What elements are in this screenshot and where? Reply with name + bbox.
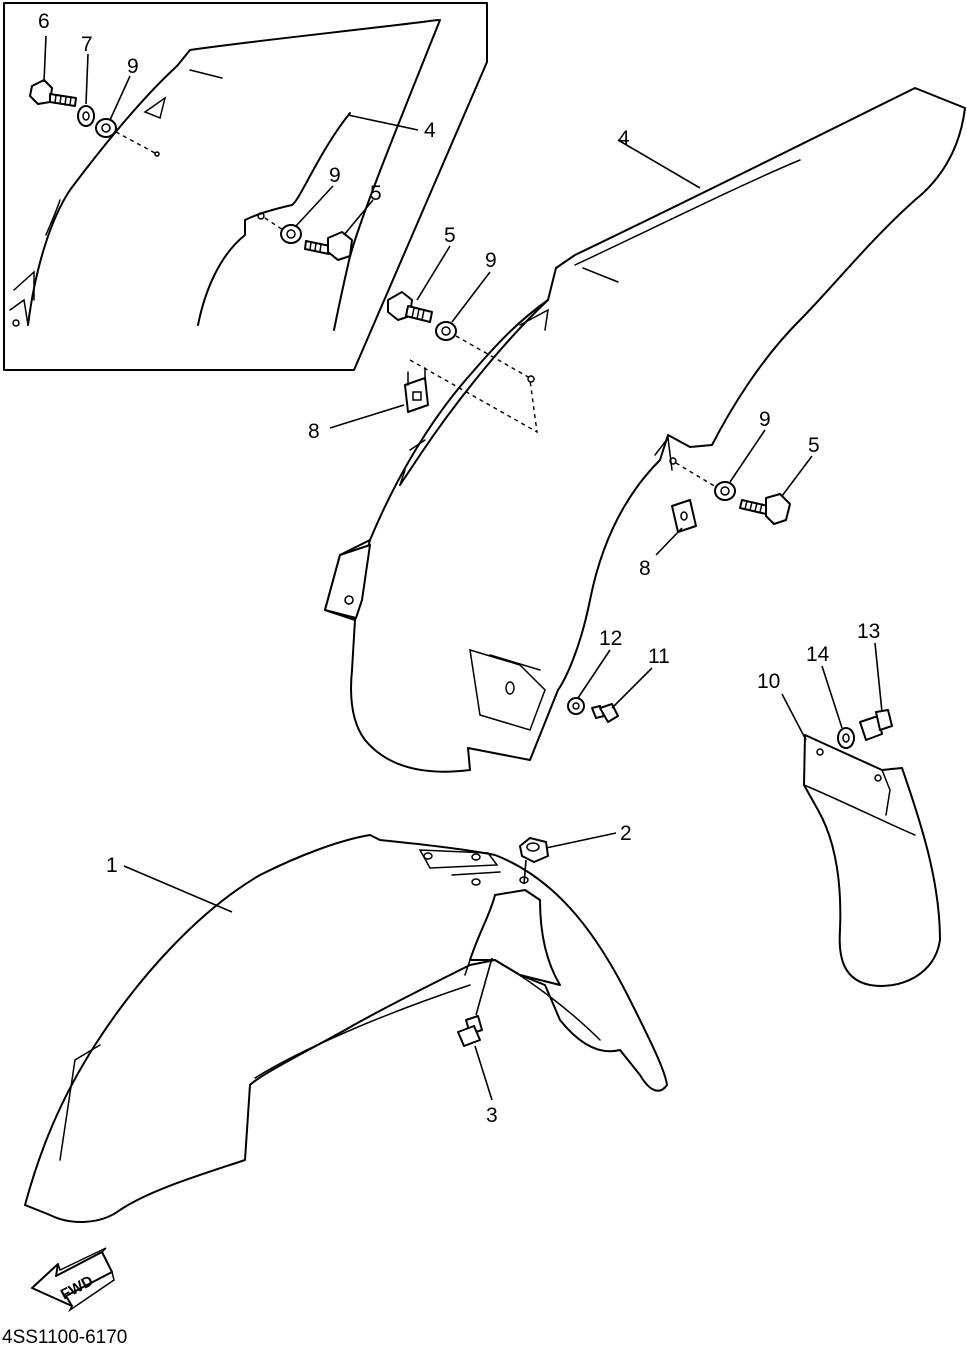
axis-line-upper — [455, 335, 531, 379]
inset-flange-bolt-6 — [29, 79, 77, 107]
collar-9-upper — [435, 321, 457, 341]
inset-fender-lower-lip — [45, 199, 61, 236]
front-fender-notch — [464, 959, 471, 976]
fork-guard-crease — [803, 784, 916, 836]
upper-fender-body — [324, 87, 966, 773]
upper-fender-bracket — [324, 544, 371, 619]
callout-9: 9 — [329, 164, 341, 187]
callout-labels: 6 7 9 4 9 5 4 5 9 8 9 5 8 12 11 13 14 10… — [38, 10, 880, 1127]
tapping-screw-13 — [859, 709, 893, 741]
inset-mount-hole — [257, 212, 265, 220]
upper-fender-edge — [399, 299, 549, 486]
upper-fender-lip — [399, 439, 426, 486]
callout-10: 10 — [757, 670, 780, 693]
front-fender-stay-line — [494, 959, 601, 1041]
nut-plate-8-rear — [671, 499, 697, 533]
upper-fender-tab — [519, 308, 549, 331]
front-fender-side-lip — [59, 1044, 101, 1161]
callout-6: 6 — [38, 10, 50, 33]
callout-7: 7 — [81, 33, 93, 56]
upper-fender-mount-hole — [669, 457, 677, 465]
inset-frame — [3, 2, 488, 371]
inset-axis-b — [264, 217, 284, 231]
front-fender-body — [24, 834, 668, 1223]
inset-detail — [3, 2, 488, 371]
upper-fender-lower-panel — [469, 648, 546, 731]
inset-flange-bolt-5 — [304, 231, 353, 261]
front-fender-bracket-line — [451, 871, 501, 876]
fork-guard-10 — [803, 734, 941, 987]
leader-lines — [43, 35, 883, 1101]
callout-11: 11 — [648, 645, 670, 668]
callout-5: 5 — [808, 434, 820, 457]
collar-12 — [567, 697, 585, 715]
callout-9: 9 — [759, 408, 771, 431]
fwd-arrow-icon — [31, 1251, 113, 1307]
axis-line-rear — [675, 462, 717, 488]
bolt-3 — [457, 1015, 483, 1047]
callout-4: 4 — [424, 119, 436, 142]
forward-direction-arrow: FWD — [31, 1247, 115, 1313]
callout-12: 12 — [599, 627, 622, 650]
inset-washer-7 — [77, 105, 95, 127]
fork-guard-edge — [881, 769, 891, 816]
upper-fender-rib — [582, 267, 619, 283]
callout-5: 5 — [370, 182, 382, 205]
inset-fender-curve — [197, 112, 351, 326]
inset-fender-inner-rib — [189, 69, 223, 79]
axis-line-bracket — [409, 359, 538, 434]
inset-fender-outer-edge — [27, 65, 178, 326]
grommet-2 — [519, 837, 549, 863]
front-fender-bracket — [418, 849, 499, 869]
drawing-code: 4SS1100-6170 — [2, 1327, 127, 1348]
collar-9-rear — [714, 481, 736, 501]
callout-14: 14 — [806, 643, 830, 666]
callout-5: 5 — [444, 224, 456, 247]
upper-fender-panel-line — [489, 654, 541, 671]
inset-fender-tab — [143, 96, 167, 120]
callout-2: 2 — [620, 822, 632, 845]
callout-4: 4 — [618, 127, 630, 150]
upper-fender-crease — [574, 159, 801, 266]
inset-collar-9b — [280, 224, 302, 244]
front-fender-1 — [24, 834, 668, 1223]
inset-fender-top-edge — [176, 19, 439, 67]
inset-hole — [12, 319, 20, 327]
callout-3: 3 — [486, 1104, 498, 1127]
callout-1: 1 — [106, 854, 118, 877]
flange-bolt-5-rear — [739, 493, 791, 525]
callout-8: 8 — [308, 420, 320, 443]
callout-9: 9 — [127, 55, 139, 78]
callout-9: 9 — [485, 249, 497, 272]
upper-fender-4 — [324, 87, 966, 773]
front-fender-inner-edge — [254, 984, 471, 1079]
inset-collar-9a — [95, 118, 117, 138]
front-fender-stay-mount — [469, 889, 561, 986]
nut-plate-8-upper — [404, 367, 429, 413]
flange-bolt-5-upper — [387, 291, 433, 323]
inset-axis-a — [115, 131, 156, 154]
inset-bracket-left — [9, 270, 35, 326]
callout-8: 8 — [639, 557, 651, 580]
screw-11 — [591, 703, 619, 723]
inset-fender-front-edge — [333, 19, 441, 331]
washer-14 — [837, 727, 855, 749]
callout-13: 13 — [857, 620, 880, 643]
